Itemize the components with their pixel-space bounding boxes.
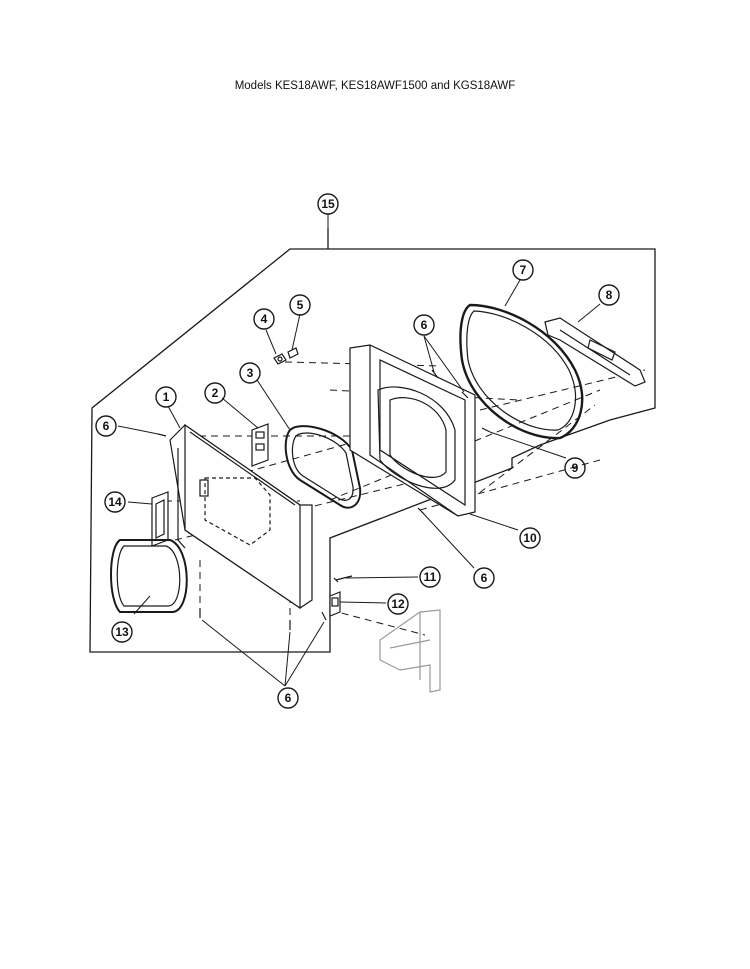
callouts — [95, 193, 620, 709]
door-seal-part-13 — [110, 539, 188, 613]
callout-label-13: 13 — [115, 625, 129, 639]
leader-lines — [117, 214, 601, 687]
callout-12 — [387, 593, 409, 615]
callout-label-2: 2 — [212, 386, 219, 400]
callout-8 — [598, 284, 620, 306]
callout-label-15: 15 — [321, 197, 335, 211]
callout-3 — [239, 362, 261, 384]
callout-label-6b: 6 — [421, 318, 428, 332]
callout-label-6c: 6 — [481, 571, 488, 585]
bracket-part-8 — [544, 317, 646, 387]
callout-6a — [95, 415, 117, 437]
clip-part-4 — [273, 353, 287, 365]
assembly-outline — [89, 228, 656, 653]
screw-part-5 — [287, 347, 299, 359]
callout-7 — [512, 259, 534, 281]
callout-2 — [204, 382, 226, 404]
callout-9 — [564, 457, 586, 479]
callout-4 — [253, 308, 275, 330]
door-frame-part-3 — [284, 425, 362, 509]
callout-label-6d: 6 — [285, 691, 292, 705]
callout-label-8: 8 — [606, 288, 613, 302]
callout-label-10: 10 — [523, 531, 537, 545]
callout-label-5: 5 — [297, 298, 304, 312]
callout-14 — [104, 491, 126, 513]
callout-10 — [519, 527, 541, 549]
callout-label-14: 14 — [108, 495, 122, 509]
hinge-bracket-part-2 — [251, 423, 269, 467]
screw-part-11 — [333, 575, 353, 583]
callout-label-4: 4 — [261, 312, 268, 326]
callout-label-6a: 6 — [103, 419, 110, 433]
bulkhead-part-10 — [349, 344, 476, 517]
striker-housing — [379, 609, 441, 693]
callout-label-1: 1 — [163, 390, 170, 404]
callout-label-12: 12 — [391, 597, 405, 611]
drum-seal-part-7 — [459, 303, 584, 440]
callout-11 — [419, 566, 441, 588]
callout-label-3: 3 — [247, 366, 254, 380]
switch-part-14 — [151, 491, 169, 547]
callout-6d — [277, 687, 299, 709]
callout-13 — [111, 621, 133, 643]
callout-label-9: 9 — [572, 461, 579, 475]
callout-label-7: 7 — [520, 263, 527, 277]
latch-part-12 — [329, 591, 341, 617]
page-title: Models KES18AWF, KES18AWF1500 and KGS18A… — [234, 80, 516, 92]
callout-label-11: 11 — [424, 570, 437, 584]
callout-5 — [289, 294, 311, 316]
front-panel-part-1 — [169, 423, 313, 610]
callout-6b — [413, 314, 435, 336]
callout-1 — [155, 386, 177, 408]
screws-part-6 — [157, 369, 491, 630]
callout-15 — [317, 193, 339, 215]
callout-6c — [473, 567, 495, 589]
